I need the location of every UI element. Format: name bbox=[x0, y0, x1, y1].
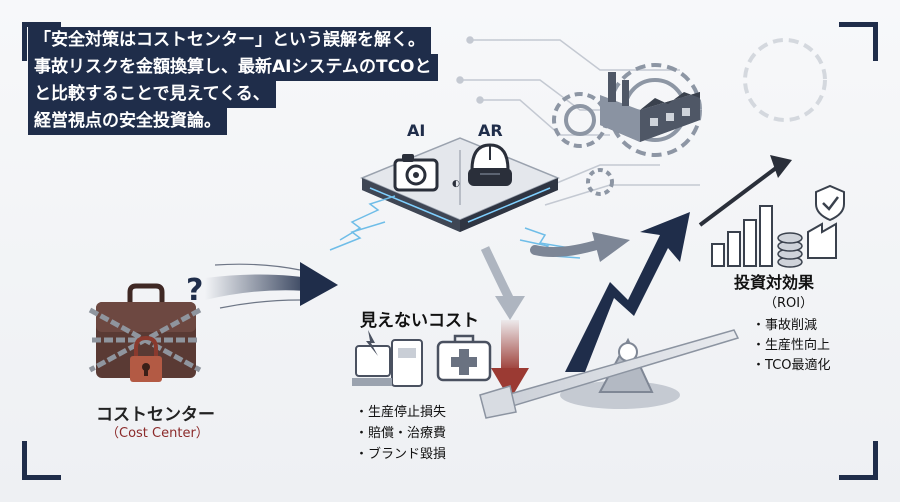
flow-arrowhead-down bbox=[495, 296, 525, 320]
flow-arrow-down bbox=[480, 246, 515, 303]
list-item: ブランド毀損 bbox=[355, 444, 446, 465]
headline-line-3: と比較することで見えてくる、 bbox=[28, 81, 276, 108]
roi-list: 事故削減 生産性向上 TCO最適化 bbox=[752, 316, 831, 376]
headline-block: 「安全対策はコストセンター」という誤解を解く。 事故リスクを金額換算し、最新AI… bbox=[28, 27, 460, 135]
corner-bracket-top-left bbox=[22, 22, 61, 61]
cost-center-subtitle: （Cost Center） bbox=[106, 426, 209, 441]
cost-down-arrow bbox=[491, 320, 529, 400]
machine-accident-icon bbox=[352, 330, 423, 387]
list-item: TCO最適化 bbox=[752, 356, 831, 376]
headline-line-2: 事故リスクを金額換算し、最新AIシステムのTCOと bbox=[28, 54, 438, 81]
ar-label: AR bbox=[478, 121, 503, 140]
flow-arrow bbox=[205, 262, 338, 309]
hidden-cost-list: 生産停止損失 賠償・治療費 ブランド毀損 bbox=[355, 402, 446, 465]
flow-arrow-right bbox=[530, 239, 605, 257]
bar-chart-icon bbox=[711, 205, 803, 268]
first-aid-icon bbox=[436, 334, 492, 382]
list-item: 生産停止損失 bbox=[355, 402, 446, 423]
list-item: 事故削減 bbox=[752, 316, 831, 336]
factory-icon bbox=[600, 72, 700, 142]
roi-subtitle: （ROI） bbox=[764, 296, 814, 311]
roi-title: 投資対効果 bbox=[734, 273, 815, 292]
list-item: 賠償・治療費 bbox=[355, 423, 446, 444]
factory-small-icon bbox=[807, 222, 837, 259]
headline-line-1: 「安全対策はコストセンター」という誤解を解く。 bbox=[28, 27, 431, 54]
corner-bracket-bottom-left bbox=[22, 441, 61, 480]
question-mark: ? bbox=[186, 273, 203, 308]
seesaw-icon bbox=[479, 329, 740, 419]
ai-ar-device bbox=[360, 137, 560, 232]
briefcase-icon bbox=[88, 283, 202, 378]
growth-arrow bbox=[565, 155, 792, 372]
hidden-cost-title: 見えないコスト bbox=[360, 311, 479, 331]
vr-headset-icon bbox=[468, 143, 512, 186]
camera-icon bbox=[393, 154, 439, 192]
headline-line-4: 経営視点の安全投資論。 bbox=[28, 108, 227, 135]
flow-arrowhead-right bbox=[592, 232, 630, 262]
corner-bracket-bottom-right bbox=[839, 441, 878, 480]
shield-check-icon bbox=[815, 184, 845, 222]
corner-bracket-top-right bbox=[839, 22, 878, 61]
list-item: 生産性向上 bbox=[752, 336, 831, 356]
padlock-icon bbox=[130, 335, 162, 382]
divider-glyph: ◐ bbox=[452, 179, 460, 189]
cost-center-title: コストセンター bbox=[96, 405, 215, 425]
ai-label: AI bbox=[407, 121, 426, 140]
